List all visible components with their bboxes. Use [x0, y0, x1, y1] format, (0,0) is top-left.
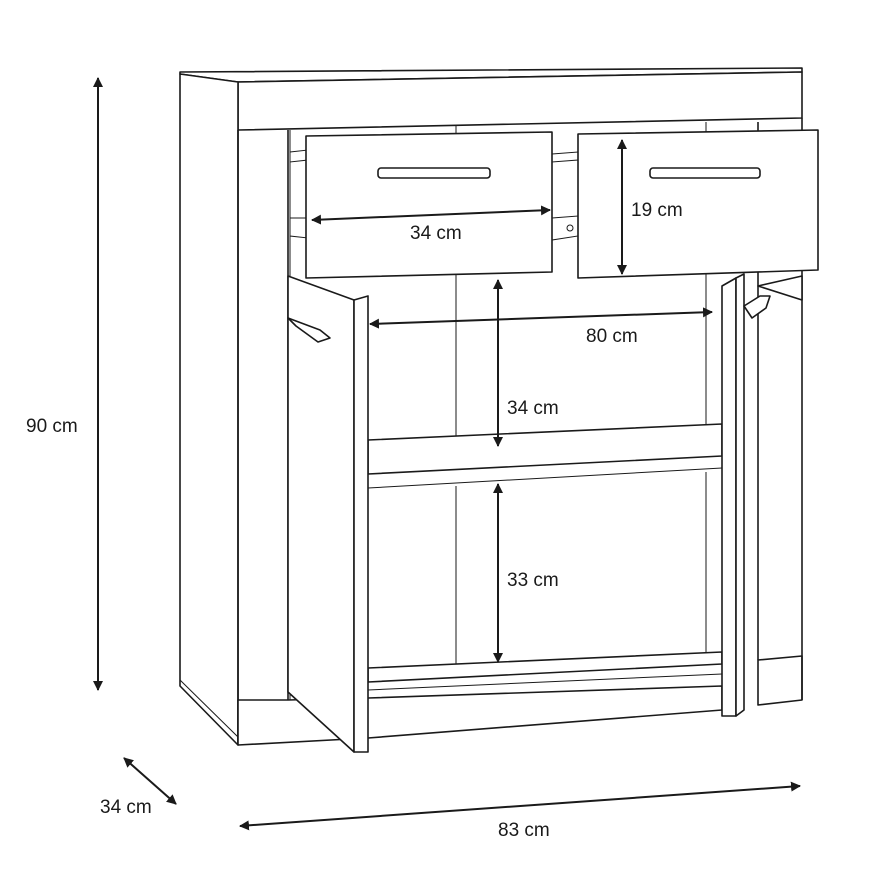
depth-dimension-line: [123, 757, 177, 805]
drawer-left: [305, 131, 553, 279]
door-right: [721, 273, 803, 717]
door-left-handle: [287, 317, 331, 343]
total-depth-label: 34 cm: [100, 797, 152, 818]
drawer-width-dimension-line: [311, 205, 551, 225]
drawer-height-label: 19 cm: [631, 200, 683, 221]
drawer-width-label: 34 cm: [410, 223, 462, 244]
inner-width-label: 80 cm: [586, 326, 638, 347]
total-width-label: 83 cm: [498, 820, 550, 841]
door-right-handle: [743, 295, 771, 319]
drawer-right: [577, 129, 819, 279]
door-left: [287, 275, 369, 753]
inner-width-dimension-line: [369, 307, 713, 329]
drawer-left-handle: [377, 167, 491, 179]
total-height-label: 90 cm: [26, 416, 78, 437]
width-dimension-line: [239, 781, 801, 831]
lower-shelf-height-label: 33 cm: [507, 570, 559, 591]
upper-shelf-height-label: 34 cm: [507, 398, 559, 419]
drawer-right-handle: [649, 167, 761, 179]
